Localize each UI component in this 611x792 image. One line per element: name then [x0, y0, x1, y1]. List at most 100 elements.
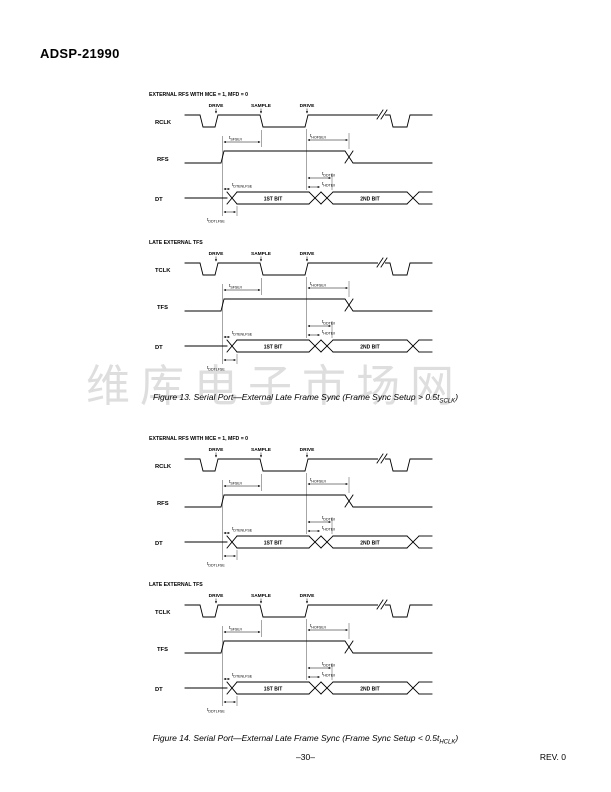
edge-pointer-arrows — [214, 598, 309, 604]
data-waveform — [184, 191, 433, 205]
revision-label: REV. 0 — [539, 752, 566, 762]
t-sfse-label: tSFSE/I — [229, 479, 242, 485]
caption-subscript: HCLK — [439, 739, 456, 746]
clock-break-gap — [378, 111, 385, 119]
drive-label-1: DRIVE — [209, 103, 224, 109]
first-bit-label: 1ST BIT — [264, 197, 283, 203]
first-bit-label: 1ST BIT — [264, 687, 283, 693]
clock-signal-label: RCLK — [155, 120, 172, 126]
timing-guides — [222, 129, 350, 216]
timing-diagram-fig13-late-external-tfs: LATE EXTERNAL TFS DRIVE SAMPLE DRIVE TCL… — [145, 236, 440, 381]
t-ddte-label: tDDTE/I — [322, 171, 335, 177]
clock-break-gap — [378, 455, 385, 463]
caption-text: Figure 14. Serial Port—External Late Fra… — [152, 733, 440, 743]
sample-label: SAMPLE — [251, 251, 272, 257]
caption-text: Figure 13. Serial Port—External Late Fra… — [152, 392, 440, 402]
t-hdte-label: tHDTE/I — [322, 329, 335, 335]
data-signal-label: DT — [155, 541, 163, 547]
t-ddte-label: tDDTE/I — [322, 319, 335, 325]
first-bit-label: 1ST BIT — [264, 541, 283, 547]
clock-break-gap — [378, 259, 385, 267]
frame-sync-waveform — [184, 298, 433, 312]
page-number: –30– — [296, 752, 315, 762]
diagram-title: EXTERNAL RFS WITH MCE = 1, MFD = 0 — [149, 92, 248, 98]
doc-title: ADSP-21990 — [40, 46, 120, 61]
drive-label-2: DRIVE — [300, 593, 315, 599]
timing-diagram-fig14-late-external-tfs: LATE EXTERNAL TFS DRIVE SAMPLE DRIVE TCL… — [145, 578, 440, 723]
t-ddtlfse-label: tDDTLFSE — [207, 365, 225, 371]
clock-signal-label: TCLK — [155, 268, 171, 274]
sample-label: SAMPLE — [251, 593, 272, 599]
t-dtenlfse-label: tDTENLFSE — [232, 182, 253, 188]
data-signal-label: DT — [155, 345, 163, 351]
second-bit-label: 2ND BIT — [360, 345, 379, 351]
timing-diagram: LATE EXTERNAL TFS DRIVE SAMPLE DRIVE TCL… — [149, 582, 433, 713]
frame-sync-signal-label: TFS — [157, 305, 168, 311]
second-bit-label: 2ND BIT — [360, 541, 379, 547]
edge-pointer-arrows — [214, 108, 309, 114]
clock-waveform — [184, 109, 433, 128]
timing-guides — [222, 473, 350, 560]
frame-sync-waveform — [184, 150, 433, 164]
data-waveform — [184, 339, 433, 353]
t-sfse-label: tSFSE/I — [229, 283, 242, 289]
diagram-title: LATE EXTERNAL TFS — [149, 240, 203, 246]
drive-label-1: DRIVE — [209, 593, 224, 599]
t-ddte-label: tDDTE/I — [322, 661, 335, 667]
data-signal-label: DT — [155, 687, 163, 693]
data-waveform — [184, 681, 433, 695]
timing-guides — [222, 277, 350, 364]
drive-label-2: DRIVE — [300, 103, 315, 109]
clock-signal-label: TCLK — [155, 610, 171, 616]
timing-guides — [222, 619, 350, 706]
clock-signal-label: RCLK — [155, 464, 172, 470]
t-ddtlfse-label: tDDTLFSE — [207, 707, 225, 713]
timing-arrows — [223, 286, 348, 362]
t-dtenlfse-label: tDTENLFSE — [232, 526, 253, 532]
timing-arrows — [223, 138, 348, 214]
figure-14-caption: Figure 14. Serial Port—External Late Fra… — [0, 733, 611, 746]
drive-label-2: DRIVE — [300, 447, 315, 453]
drive-label-2: DRIVE — [300, 251, 315, 257]
timing-diagram: EXTERNAL RFS WITH MCE = 1, MFD = 0 DRIVE… — [149, 92, 433, 223]
edge-pointer-arrows — [214, 256, 309, 262]
t-hofse-label: tHOFSE/I — [310, 133, 326, 139]
t-hdte-label: tHDTE/I — [322, 525, 335, 531]
second-bit-label: 2ND BIT — [360, 687, 379, 693]
data-waveform — [184, 535, 433, 549]
t-hofse-label: tHOFSE/I — [310, 623, 326, 629]
frame-sync-waveform — [184, 494, 433, 508]
caption-subscript: SCLK — [439, 398, 456, 405]
frame-sync-waveform — [184, 640, 433, 654]
t-sfse-label: tSFSE/I — [229, 135, 242, 141]
t-ddtlfse-label: tDDTLFSE — [207, 217, 225, 223]
t-hdte-label: tHDTE/I — [322, 671, 335, 677]
t-dtenlfse-label: tDTENLFSE — [232, 330, 253, 336]
timing-diagram-fig14-external-rfs: EXTERNAL RFS WITH MCE = 1, MFD = 0 DRIVE… — [145, 432, 440, 577]
timing-diagram: EXTERNAL RFS WITH MCE = 1, MFD = 0 DRIVE… — [149, 436, 433, 567]
timing-diagram: LATE EXTERNAL TFS DRIVE SAMPLE DRIVE TCL… — [149, 240, 433, 371]
caption-close: ) — [455, 733, 459, 743]
t-ddte-label: tDDTE/I — [322, 515, 335, 521]
sample-label: SAMPLE — [251, 103, 272, 109]
t-hofse-label: tHOFSE/I — [310, 477, 326, 483]
sample-label: SAMPLE — [251, 447, 272, 453]
clock-waveform — [184, 257, 433, 276]
first-bit-label: 1ST BIT — [264, 345, 283, 351]
frame-sync-signal-label: RFS — [157, 501, 169, 507]
diagram-title: LATE EXTERNAL TFS — [149, 582, 203, 588]
timing-arrows — [223, 628, 348, 704]
figure-13-caption: Figure 13. Serial Port—External Late Fra… — [0, 392, 611, 405]
t-hofse-label: tHOFSE/I — [310, 281, 326, 287]
t-dtenlfse-label: tDTENLFSE — [232, 672, 253, 678]
drive-label-1: DRIVE — [209, 251, 224, 257]
t-hdte-label: tHDTE/I — [322, 181, 335, 187]
timing-diagram-fig13-external-rfs: EXTERNAL RFS WITH MCE = 1, MFD = 0 DRIVE… — [145, 88, 440, 233]
edge-pointer-arrows — [214, 452, 309, 458]
frame-sync-signal-label: RFS — [157, 157, 169, 163]
data-signal-label: DT — [155, 197, 163, 203]
drive-label-1: DRIVE — [209, 447, 224, 453]
diagram-title: EXTERNAL RFS WITH MCE = 1, MFD = 0 — [149, 436, 248, 442]
clock-break-gap — [378, 601, 385, 609]
caption-close: ) — [455, 392, 459, 402]
